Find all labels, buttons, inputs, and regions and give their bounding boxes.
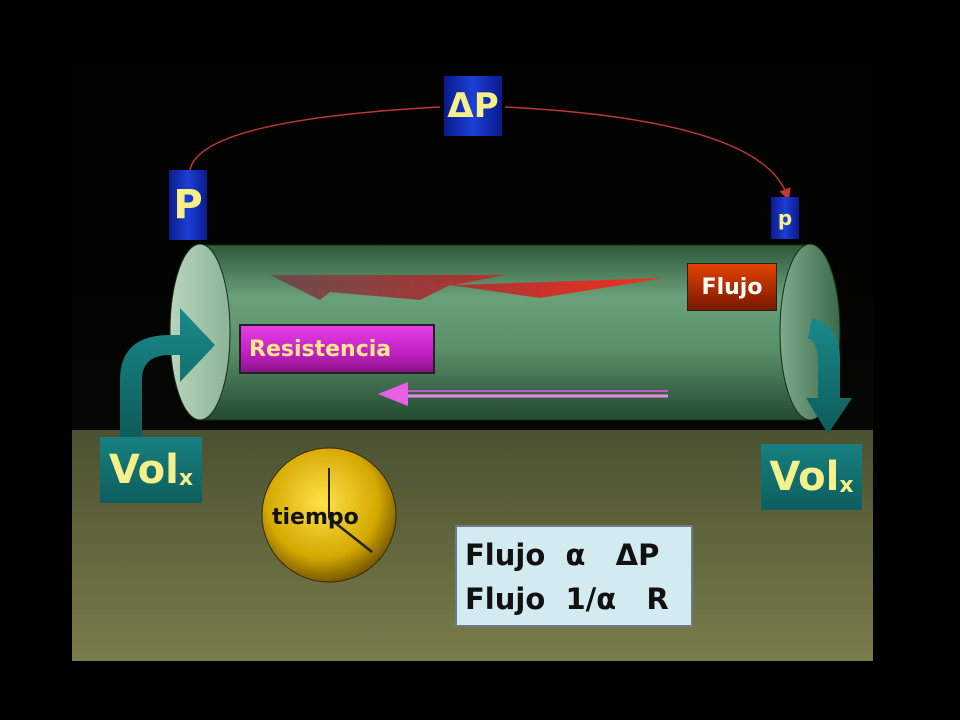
resistencia-label: Resistencia bbox=[239, 324, 435, 374]
pressure-difference-label: ΔP bbox=[444, 76, 502, 136]
formula-box: Flujo α ΔP Flujo 1/α R bbox=[455, 525, 693, 627]
outflow-volume-subscript: x bbox=[839, 472, 854, 498]
formula-line-pressure: Flujo α ΔP bbox=[465, 538, 660, 572]
flujo-label: Flujo bbox=[687, 263, 777, 311]
resistance-arrow-head bbox=[378, 382, 408, 406]
inflow-volume-subscript: x bbox=[178, 465, 194, 491]
outflow-arrow bbox=[806, 318, 852, 434]
low-pressure-label: p bbox=[771, 197, 799, 239]
pressure-arc-left bbox=[189, 106, 441, 171]
formula-line-resistance: Flujo 1/α R bbox=[465, 582, 669, 616]
tiempo-label: tiempo bbox=[272, 505, 359, 530]
high-pressure-label: P bbox=[169, 170, 207, 240]
inflow-arrow bbox=[120, 308, 215, 440]
inflow-volume-main: Vol bbox=[108, 447, 179, 493]
flow-bolt-shape bbox=[270, 275, 665, 300]
outflow-volume-main: Vol bbox=[769, 454, 840, 500]
clock-minute-hand bbox=[328, 517, 373, 553]
pressure-arc-right bbox=[504, 106, 791, 201]
